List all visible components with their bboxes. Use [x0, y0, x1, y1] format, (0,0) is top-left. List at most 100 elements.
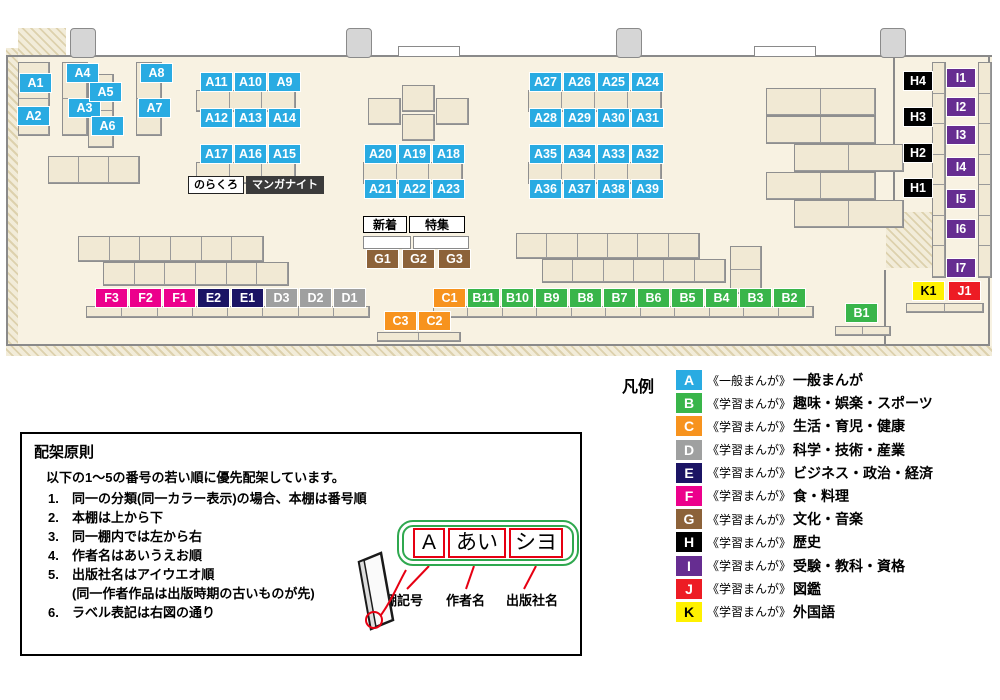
shelf-cell [795, 145, 849, 171]
shelf-tag-A16: A16 [234, 144, 267, 164]
shelf-tag-A39: A39 [631, 179, 664, 199]
shelf-tag-C1: C1 [433, 288, 466, 308]
shelf-tag-B10: B10 [501, 288, 534, 308]
shelf-cell [767, 89, 821, 115]
label-annotation: 棚記号 [384, 593, 424, 608]
shelf-cell [836, 327, 863, 335]
principle-item-5: 5.出版社名はアイウエオ順 (同一作者作品は出版時期の古いものが先) [48, 565, 367, 603]
legend-category-label: 趣味・娯楽・スポーツ [793, 395, 933, 412]
shelf-cell [517, 234, 547, 258]
display-box [363, 236, 411, 249]
map-label-特集: 特集 [409, 216, 465, 233]
shelf-cell [378, 333, 419, 341]
shelf-block [402, 85, 435, 112]
legend-title: 凡例 [622, 379, 655, 396]
shelf-tag-H1: H1 [903, 178, 933, 198]
shelf-cell [468, 307, 502, 317]
principle-number: 1. [48, 491, 59, 506]
principle-number: 3. [48, 529, 59, 544]
shelf-cell [933, 63, 945, 94]
shelf-cell [979, 63, 991, 94]
shelf-cell [695, 260, 725, 282]
legend-color-swatch: J [676, 578, 702, 599]
shelf-cell [104, 263, 135, 285]
shelf-tag-K1: K1 [912, 281, 945, 301]
shelf-cell [437, 99, 468, 124]
shelf-tag-A1: A1 [19, 73, 52, 93]
principle-text: 同一の分類(同一カラー表示)の場合、本棚は番号順 [72, 491, 367, 506]
legend-category-label: 一般まんが [793, 372, 864, 388]
shelf-tag-A23: A23 [432, 179, 465, 199]
shelf-block [730, 246, 762, 294]
principle-number: 2. [48, 510, 59, 525]
shelf-cell [821, 173, 875, 199]
principle-item-2: 2.本棚は上から下 [48, 508, 367, 527]
shelf-cell [767, 117, 821, 143]
shelf-block [368, 98, 401, 125]
shelf-tag-F2: F2 [129, 288, 162, 308]
shelf-cell [503, 307, 537, 317]
shelf-cell [638, 234, 668, 258]
shelf-block [103, 262, 289, 286]
shelf-tag-F1: F1 [163, 288, 196, 308]
shelf-cell [547, 234, 577, 258]
shelf-cell [608, 234, 638, 258]
shelf-cell [979, 185, 991, 216]
legend-item-K: K《学習まんが》外国語 [676, 601, 933, 622]
legend-color-swatch: C [676, 416, 702, 437]
shelf-cell [979, 155, 991, 186]
shelf-tag-A8: A8 [140, 63, 173, 83]
shelf-tag-A12: A12 [200, 108, 233, 128]
legend-scope: 《学習まんが》 [707, 489, 792, 504]
display-box [398, 46, 460, 57]
shelf-cell [606, 307, 640, 317]
principle-text: 作者名はあいうえお順 [72, 548, 203, 563]
shelf-cell [110, 237, 141, 261]
example-publisher-name: シヨ [509, 528, 563, 558]
shelf-tag-A25: A25 [597, 72, 630, 92]
shelf-cell [779, 307, 813, 317]
shelf-tag-E2: E2 [197, 288, 230, 308]
shelf-cell [863, 327, 890, 335]
shelf-block [794, 200, 904, 228]
legend-color-swatch: A [676, 370, 702, 390]
shelf-tag-A3: A3 [68, 98, 101, 118]
shelf-cell [664, 260, 694, 282]
shelf-tag-B4: B4 [705, 288, 738, 308]
shelf-tag-I7: I7 [946, 258, 976, 278]
shelf-cell [49, 157, 79, 183]
shelf-tag-A31: A31 [631, 108, 664, 128]
shelf-tag-A13: A13 [234, 108, 267, 128]
pillar [70, 28, 96, 58]
shelf-cell [403, 115, 434, 140]
shelf-tag-C2: C2 [418, 311, 451, 331]
shelf-tag-A27: A27 [529, 72, 562, 92]
shelf-tag-A10: A10 [234, 72, 267, 92]
shelf-cell [299, 307, 334, 317]
shelf-tag-J1: J1 [948, 281, 981, 301]
legend-color-swatch: B [676, 393, 702, 414]
shelf-tag-H3: H3 [903, 107, 933, 127]
shelf-tag-A36: A36 [529, 179, 562, 199]
shelf-cell [369, 99, 400, 124]
shelf-cell [979, 246, 991, 277]
principle-item-3: 3.同一棚内では左から右 [48, 527, 367, 546]
legend-color-swatch: H [676, 532, 702, 553]
shelf-tag-G3: G3 [438, 249, 471, 269]
legend-color-swatch: D [676, 439, 702, 460]
shelf-tag-A33: A33 [597, 144, 630, 164]
legend-category-label: 外国語 [793, 603, 836, 620]
shelf-block [48, 156, 140, 184]
shelf-cell [979, 94, 991, 125]
shelf-cell [573, 260, 603, 282]
shelf-cell [979, 216, 991, 247]
shelf-tag-I1: I1 [946, 68, 976, 88]
principle-item-1: 1. 同一の分類(同一カラー表示)の場合、本棚は番号順 [48, 489, 367, 508]
shelf-cell [202, 237, 233, 261]
wall [6, 55, 992, 57]
legend-category-label: 歴史 [793, 534, 822, 551]
shelf-tag-A15: A15 [268, 144, 301, 164]
legend-scope: 《学習まんが》 [707, 582, 792, 597]
shelf-tag-G2: G2 [402, 249, 435, 269]
